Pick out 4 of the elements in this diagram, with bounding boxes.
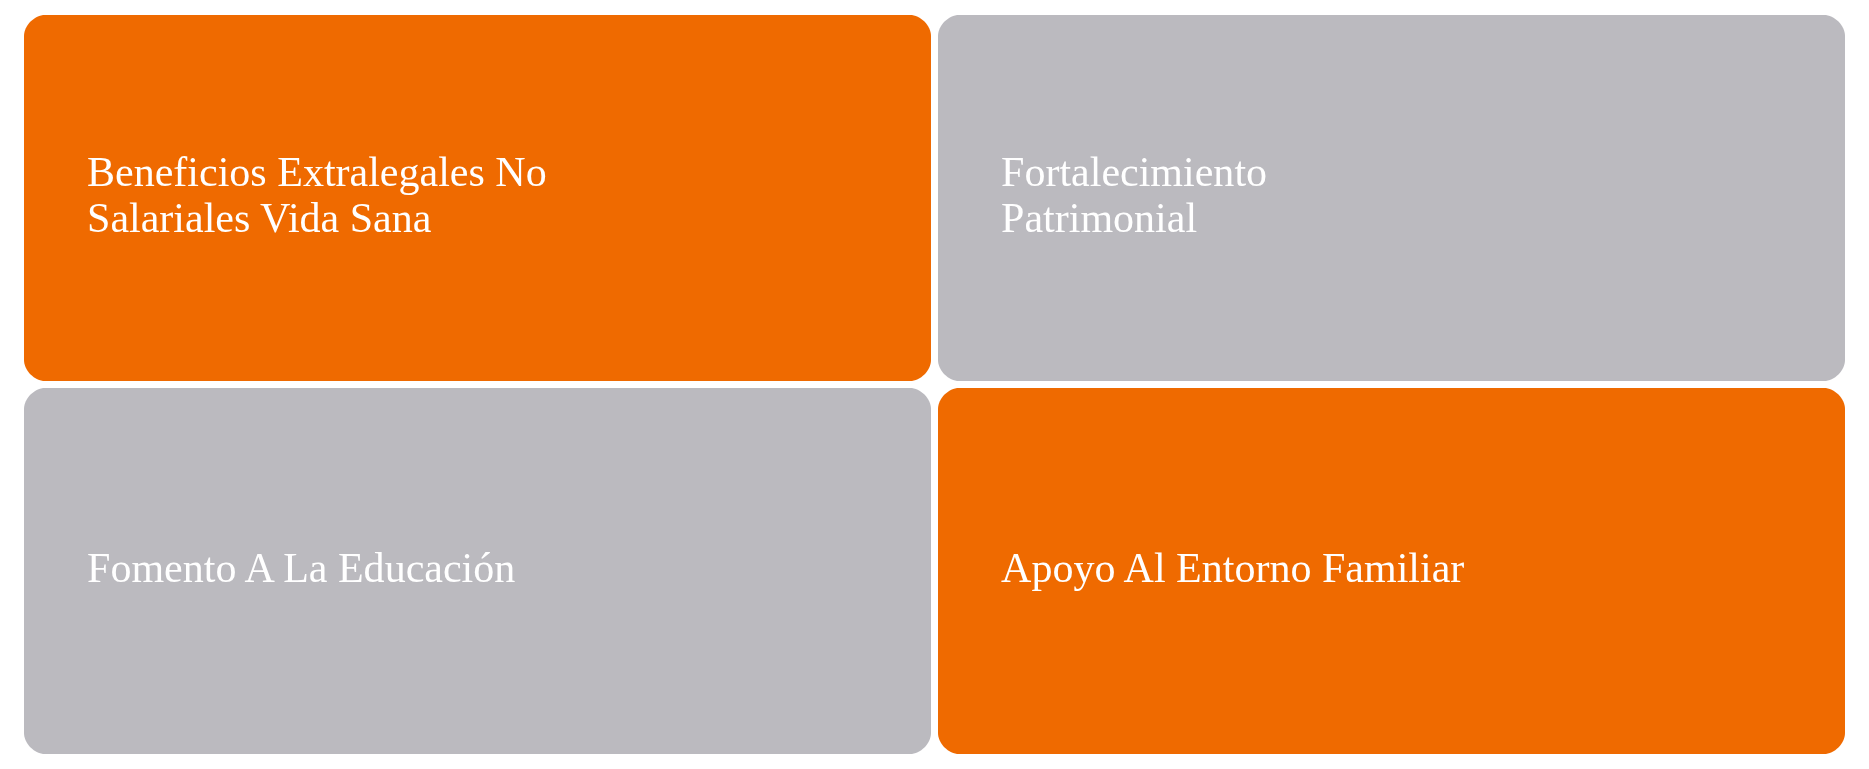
node-box: Apoyo Al Entorno Familiar — [938, 388, 1845, 754]
node-box: Beneficios Extralegales No Salariales Vida Sana — [24, 15, 931, 381]
node-box: Fortalecimiento Patrimonial — [938, 15, 1845, 381]
node-box: Fomento A La Educación — [24, 388, 931, 754]
